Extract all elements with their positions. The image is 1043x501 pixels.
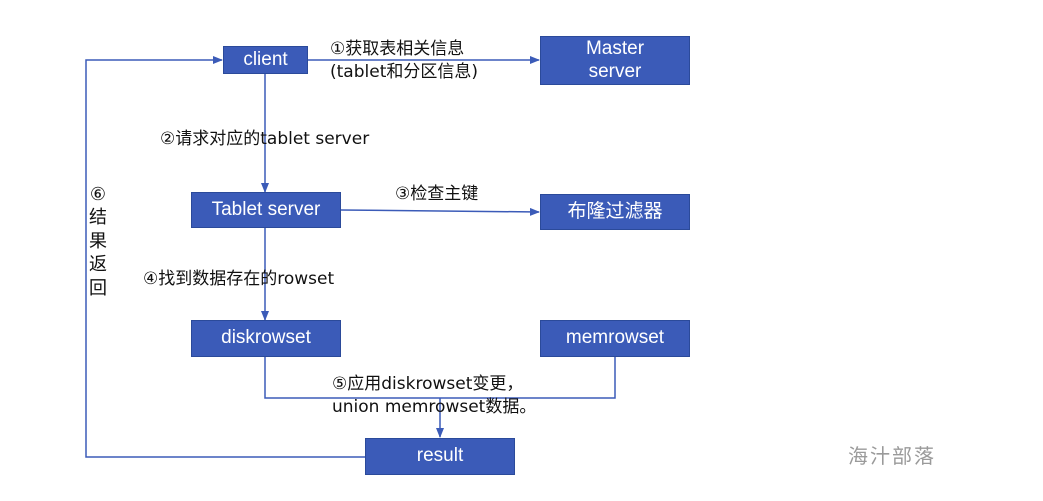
bloom-filter-node: 布隆过滤器 [540, 194, 690, 230]
tablet-server-node: Tablet server [191, 192, 341, 228]
result-node: result [365, 438, 515, 475]
arrow-result-to-client [85, 56, 365, 458]
diskrowset-node: diskrowset [191, 320, 341, 357]
step1-label: ①获取表相关信息 (tablet和分区信息) [330, 39, 478, 82]
step6-label: ⑥结果返回 [89, 184, 107, 299]
memrowset-node: memrowset [540, 320, 690, 357]
master-server-node: Master server [540, 36, 690, 85]
watermark-text: 海汁部落 [848, 444, 936, 468]
step5-label: ⑤应用diskrowset变更， union memrowset数据。 [332, 374, 537, 417]
arrow-tablet-server-to-bloom-filter [340, 207, 540, 216]
step3-label: ③检查主键 [395, 184, 479, 204]
step2-label: ②请求对应的tablet server [160, 129, 370, 149]
step4-label: ④找到数据存在的rowset [143, 269, 335, 289]
client-node: client [223, 46, 308, 74]
